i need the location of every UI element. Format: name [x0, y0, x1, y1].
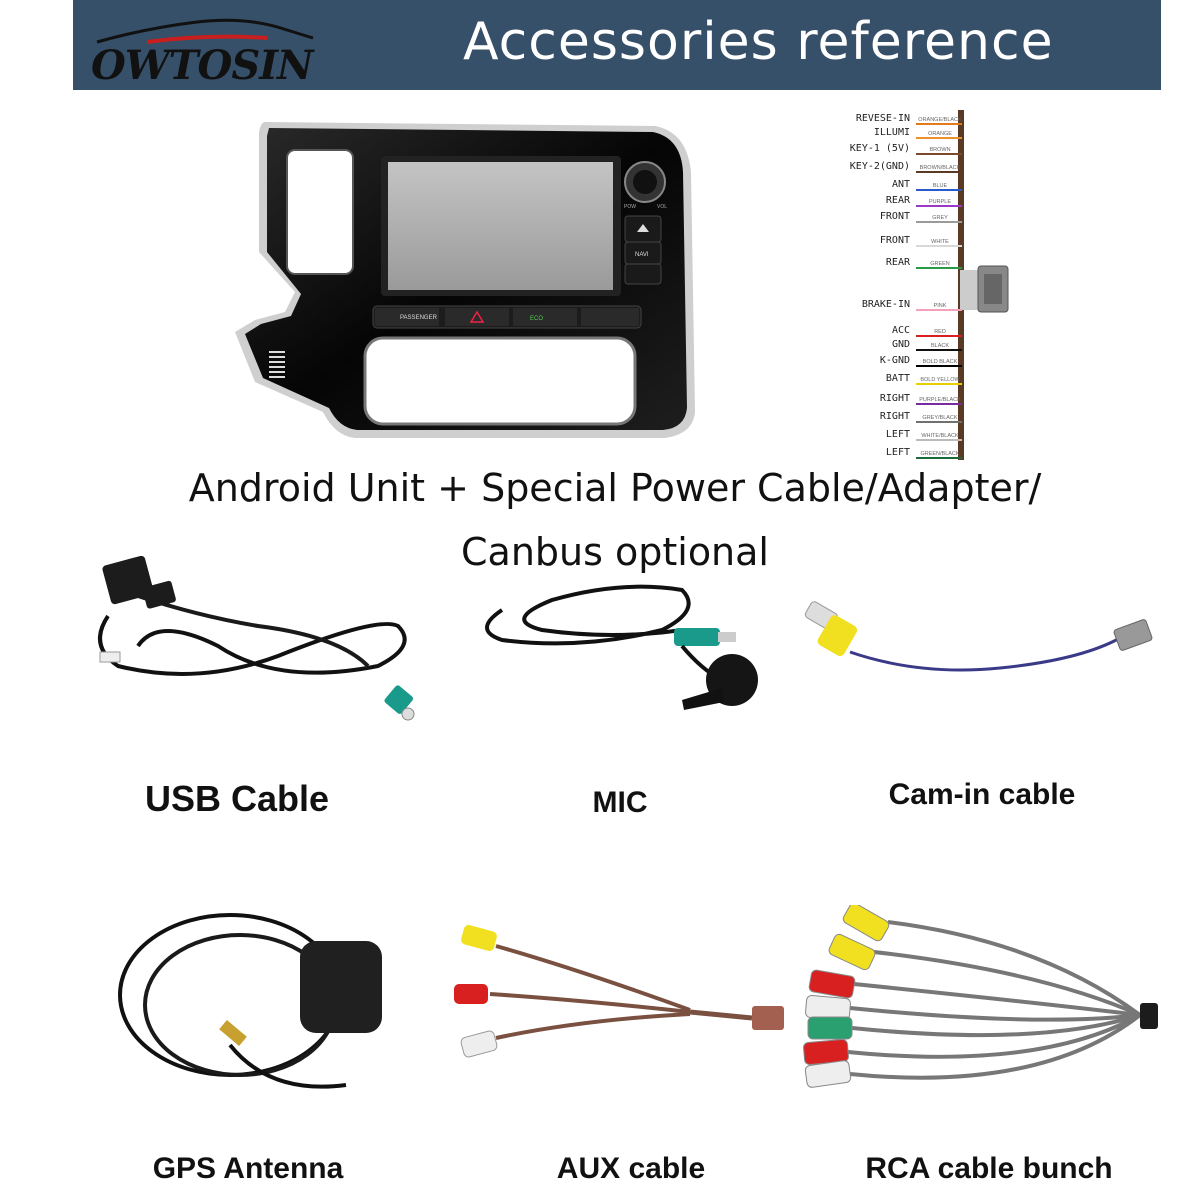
- wire-color-name: WHITE: [931, 239, 949, 245]
- main-caption-line2: Canbus optional: [461, 530, 769, 574]
- cam-in-cable-label: Cam-in cable: [888, 778, 1076, 811]
- brand-name: OWTOSIN: [91, 42, 314, 89]
- sma-connector-icon: [219, 1020, 247, 1046]
- wire-color-name: GREEN/BLACK: [920, 451, 959, 457]
- wire-color-name: BLACK: [931, 343, 949, 349]
- hazard-icon: [469, 310, 485, 323]
- climate-cutout: [363, 336, 637, 426]
- wire-label: RIGHT: [880, 393, 910, 404]
- wire-color-name: GREY/BLACK: [922, 415, 957, 421]
- wire-label: KEY-2(GND): [850, 161, 910, 172]
- gps-antenna-label: GPS Antenna: [152, 1152, 344, 1185]
- wire-label: FRONT: [880, 235, 910, 246]
- wire-label: K-GND: [880, 355, 910, 366]
- passenger-button: [375, 308, 439, 326]
- aux-cable-image: [454, 925, 784, 1058]
- mic-image: [485, 584, 758, 710]
- hazard-button: [445, 308, 509, 326]
- usb-cable-label: USB Cable: [144, 778, 330, 819]
- rca-lead-line: [853, 982, 1141, 1017]
- aux-cable-label: AUX cable: [556, 1152, 706, 1185]
- aux-connector-icon: [752, 1006, 784, 1030]
- rca-cable-bunch-label: RCA cable bunch: [865, 1152, 1113, 1185]
- wire-color-name: WHITE/BLACK: [921, 433, 959, 439]
- rca-lead-line: [849, 1006, 1141, 1022]
- android-head-unit: POW VOL NAVI PASSENGER ECO: [235, 122, 695, 438]
- wire-color-name: BROWN/BLACK: [920, 165, 961, 171]
- aux-yellow-plug-icon: [461, 925, 497, 951]
- rca-cable-bunch-image: [803, 905, 1158, 1088]
- navi-label: NAVI: [635, 252, 649, 258]
- wire-color-name: GREY: [932, 215, 948, 221]
- wire-color-name: PURPLE: [929, 199, 951, 205]
- header-banner: OWTOSIN Accessories reference: [73, 0, 1161, 90]
- wire-label: FRONT: [880, 211, 910, 222]
- wire-color-name: ORANGE/BLACK: [918, 117, 962, 123]
- cam-connector-icon: [1113, 619, 1153, 651]
- brand-logo: OWTOSIN: [87, 8, 317, 89]
- rca-plug-icon: [808, 969, 856, 999]
- rca-lead-line: [847, 1013, 1141, 1059]
- rca-lead-line: [849, 1013, 1142, 1080]
- wire-label: LEFT: [886, 447, 910, 458]
- passenger-label: PASSENGER: [400, 315, 438, 321]
- wiring-harness-diagram: REVESE-IN ORANGE/BLACK ILLUMI ORANGE KEY-1 (…: [850, 110, 1009, 460]
- page-title: Accessories reference: [463, 12, 1054, 72]
- main-caption-line1: Android Unit + Special Power Cable/Adapt…: [188, 466, 1042, 510]
- cam-in-cable-image: [804, 601, 1153, 672]
- wire-label: LEFT: [886, 429, 910, 440]
- rca-plug-icon: [828, 933, 876, 971]
- aux-red-plug-icon: [454, 984, 488, 1004]
- mic-label: MIC: [592, 786, 648, 819]
- eco-button: [513, 308, 577, 326]
- rca-lead-line: [887, 920, 1142, 1017]
- mic-jack-icon: [674, 628, 720, 646]
- aux-white-plug-icon: [460, 1030, 498, 1058]
- rca-teal-plug-icon: [384, 685, 414, 714]
- vol-label: VOL: [657, 204, 667, 210]
- wire-label: GND: [892, 339, 910, 350]
- car-silhouette-icon: [96, 18, 314, 44]
- wire-color-name: BLUE: [933, 183, 948, 189]
- rca-lead-line: [851, 1013, 1141, 1038]
- usb-plug-icon: [102, 556, 154, 605]
- gps-puck-icon: [300, 941, 382, 1033]
- wire-label: ANT: [892, 179, 910, 190]
- wire-label: RIGHT: [880, 411, 910, 422]
- rca-plug-icon: [842, 905, 890, 942]
- rca-plug-icon: [804, 1060, 852, 1088]
- wire-label: ACC: [892, 325, 910, 336]
- wire-label: ILLUMI: [874, 127, 910, 138]
- wire-label: REAR: [886, 257, 911, 268]
- wire-color-name: GREEN: [930, 261, 950, 267]
- pow-label: POW: [624, 204, 636, 210]
- wire-color-name: ORANGE: [928, 131, 952, 137]
- rca-yellow-plug-icon: [817, 615, 858, 657]
- eject-icon: [637, 224, 649, 232]
- display-screen: [388, 162, 613, 290]
- rca-lead-line: [873, 950, 1141, 1017]
- eco-label: ECO: [530, 316, 543, 322]
- wire-color-name: RED: [934, 329, 946, 335]
- rca-plug-icon: [807, 1016, 853, 1040]
- wire-label: REAR: [886, 195, 911, 206]
- vent-grille-icon: [269, 351, 285, 378]
- wire-label: KEY-1 (5V): [850, 143, 910, 154]
- gps-antenna-image: [118, 913, 382, 1089]
- wire-label: BRAKE-IN: [862, 299, 910, 310]
- wire-label: BATT: [886, 373, 910, 384]
- wire-color-name: BROWN: [929, 147, 950, 153]
- usb-cable-image: [98, 556, 415, 721]
- wire-color-name: BOLD BLACK: [923, 359, 958, 365]
- rca-harness-connector-icon: [1140, 1003, 1158, 1029]
- wire-color-name: PURPLE/BLACK: [919, 397, 961, 403]
- wire-color-name: BOLD YELLOW: [920, 377, 960, 383]
- wire-label: REVESE-IN: [856, 113, 910, 124]
- wire-color-name: PINK: [934, 303, 947, 309]
